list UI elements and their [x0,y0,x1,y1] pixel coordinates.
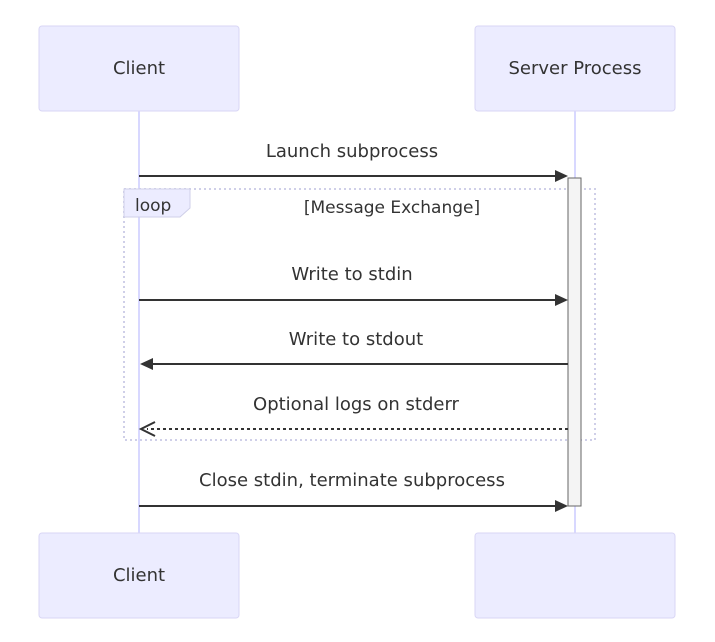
message-label: Close stdin, terminate subprocess [199,470,505,491]
message-optional-logs: Optional logs on stderr [138,394,568,437]
server-activation-bar [567,177,582,507]
client-actor-bottom-label: Client [113,565,165,586]
message-arrowhead [555,170,568,182]
message-write-stdout: Write to stdout [140,329,568,370]
message-label: Write to stdin [291,264,412,285]
loop-box [123,188,596,441]
loop-fragment: loop [Message Exchange] [123,188,596,441]
message-label: Launch subprocess [266,141,438,162]
message-arrowhead [555,500,568,512]
message-close-stdin: Close stdin, terminate subprocess [139,470,568,512]
loop-title: [Message Exchange] [304,198,480,218]
message-arrowhead [138,421,156,437]
loop-tab [123,188,191,218]
server-actor-top-label: Server Process [508,58,641,79]
message-launch: Launch subprocess [139,141,568,182]
loop-label: loop [135,196,171,216]
message-arrowhead [555,294,568,306]
message-label: Optional logs on stderr [253,394,460,415]
message-label: Write to stdout [289,329,423,350]
message-arrowhead [140,358,153,370]
client-actor-bottom: Client [38,532,240,619]
message-write-stdin: Write to stdin [139,264,568,306]
client-actor-top-label: Client [113,58,165,79]
server-actor-top: Server Process [474,25,676,112]
client-actor-top: Client [38,25,240,112]
server-actor-bottom [474,532,676,619]
